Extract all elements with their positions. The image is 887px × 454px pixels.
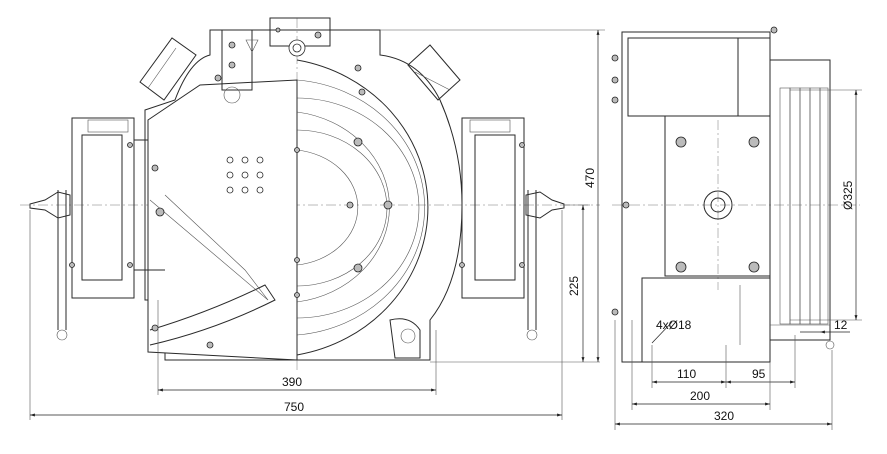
dim-d325-label: Ø325 xyxy=(841,180,855,210)
dim-320-label: 320 xyxy=(714,409,734,423)
right-encoder-box xyxy=(407,44,461,101)
sheave-arc-2 xyxy=(296,79,425,336)
left-brake-assembly xyxy=(29,117,165,341)
cover-diagonal xyxy=(149,199,269,301)
right-brake-assembly xyxy=(459,117,565,341)
dim-95-label: 95 xyxy=(752,367,766,381)
foot-hole xyxy=(400,328,416,344)
grooved-sheave xyxy=(769,59,831,341)
cover-inner-line xyxy=(164,194,269,301)
dim-470-label: 470 xyxy=(583,168,597,188)
left-encoder-box xyxy=(139,37,197,101)
top-mount-bracket xyxy=(221,17,331,104)
leader-4x18 xyxy=(651,321,673,344)
dim-390-label: 390 xyxy=(282,375,302,389)
side-shaft-hub-outer xyxy=(703,190,733,220)
side-motor-body xyxy=(621,31,771,363)
cover-window xyxy=(149,284,276,346)
vent-hole-grid xyxy=(226,156,264,194)
sheave-bolts xyxy=(151,64,393,349)
front-cover-plate xyxy=(147,79,298,361)
side-view-dimensions: Ø325 12 4xØ18 110 95 200 320 xyxy=(614,89,862,430)
dim-110-label: 110 xyxy=(677,367,696,381)
front-view-dimensions: 390 750 225 470 xyxy=(29,29,605,420)
dim-12-label: 12 xyxy=(834,318,848,332)
side-shaft-hub-inner xyxy=(710,197,726,213)
side-bolts xyxy=(611,26,778,316)
sheave-arc-3 xyxy=(296,97,420,319)
dim-225-label: 225 xyxy=(567,276,581,296)
front-view xyxy=(20,17,600,370)
sheave-arc-6 xyxy=(296,149,359,266)
mount-foot-right xyxy=(389,318,421,359)
dim-750-label: 750 xyxy=(284,400,304,414)
side-top-right-block xyxy=(737,37,771,117)
sheave-arc-4 xyxy=(296,111,390,303)
sheave-arc-outer xyxy=(296,59,429,356)
dim-200-label: 200 xyxy=(690,389,710,403)
side-top-housing xyxy=(627,37,739,117)
side-view xyxy=(611,26,860,363)
dim-4x18-label: 4xØ18 xyxy=(656,318,692,332)
side-drain-fitting xyxy=(825,340,835,350)
